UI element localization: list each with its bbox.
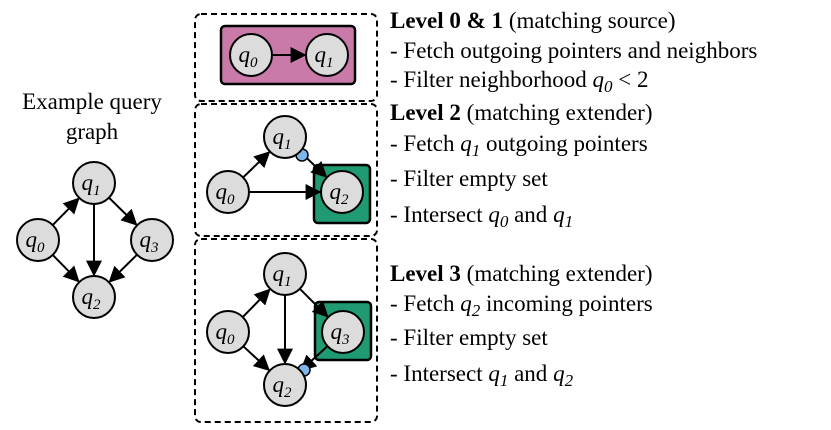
level3-step-1: - Fetch q2 incoming pointers [390,291,653,320]
node-label: q1 [273,261,292,290]
node-label: q2 [82,284,102,313]
node-q3: q3 [130,218,174,262]
edge-q0-q1 [242,151,271,179]
node-q0: q0 [16,218,60,262]
node-label: q2 [330,179,350,208]
node-label: q0 [216,319,236,348]
level2-step-3: - Intersect q0 and q1 [390,202,573,231]
edge-q3-q2 [108,254,138,283]
node-q2: q2 [320,170,364,214]
node-label: q2 [273,372,293,401]
node-q0: q0 [206,170,250,214]
edge-q1-q3 [299,288,329,318]
node-q1: q1 [72,161,116,205]
level2-graph: q1 q0 q2 [206,115,372,225]
edge-q0-q2 [52,254,80,283]
level3-panel [194,238,378,423]
node-label: q1 [82,170,101,199]
edge-q0-q2 [242,345,271,372]
level3-step-2: - Filter empty set [390,325,548,350]
example-caption-line1: Example query [22,89,162,114]
level01-title: Level 0 & 1 (matching source) [390,8,676,33]
node-label: q1 [315,42,334,71]
level2-step-2: - Filter empty set [390,166,548,191]
level3-graph: q1 q0 q3 q2 [206,252,373,407]
level3-step-3: - Intersect q1 and q2 [390,361,574,390]
level01-step-1: - Fetch outgoing pointers and neighbors [390,38,757,63]
node-q0: q0 [206,310,250,354]
level2-step-1: - Fetch q1 outgoing pointers [390,131,648,160]
example-caption-line2: graph [66,119,119,144]
node-label: q0 [26,227,46,256]
node-label: q3 [331,319,350,348]
node-q3: q3 [321,310,365,354]
node-label: q3 [140,227,159,256]
edge-q0-q1 [52,197,80,226]
node-q2: q2 [263,363,307,407]
node-q1: q1 [305,33,349,77]
edge-q1-q3 [108,197,138,226]
node-label: q0 [216,179,236,208]
node-q0: q0 [229,33,273,77]
node-q1: q1 [263,252,307,296]
level3-title: Level 3 (matching extender) [390,261,653,286]
edge-q0-q1 [242,288,271,318]
level-descriptions: Level 0 & 1 (matching source) - Fetch out… [390,8,757,390]
level01-step-2: - Filter neighborhood q0 < 2 [390,67,648,96]
level2-panel [194,103,378,237]
node-label: q1 [273,124,292,153]
level01-panel [194,13,378,102]
level01-graph: q0 q1 [219,24,357,86]
example-query-graph: q0 q1 q2 q3 [16,161,174,319]
level2-title: Level 2 (matching extender) [390,100,653,125]
node-q1: q1 [263,115,307,159]
node-q2: q2 [72,275,116,319]
node-label: q0 [239,42,259,71]
